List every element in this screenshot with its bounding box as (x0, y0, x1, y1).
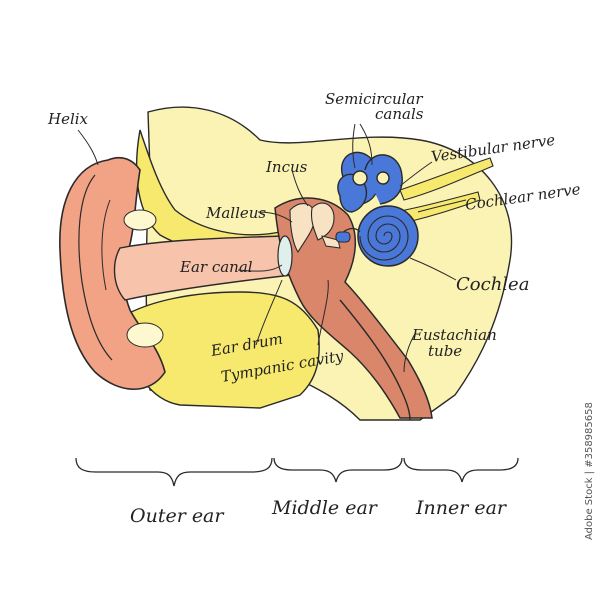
brace-outer (75, 457, 273, 487)
vestibular-nerve (399, 157, 494, 201)
cochlea-spiral (335, 205, 419, 267)
label-ear-canal: Ear canal (179, 258, 253, 276)
pinna-fold (78, 174, 113, 361)
label-eustachian-2: tube (428, 342, 462, 360)
ear-drum-membrane (277, 235, 293, 277)
cartilage-highlight-lower (126, 322, 164, 348)
section-braces (75, 457, 519, 487)
cartilage-highlight-upper (123, 209, 157, 231)
stock-id: Adobe Stock | #358985658 (584, 402, 595, 540)
label-vestibular-nerve: Vestibular nerve (430, 131, 556, 166)
brace-middle (273, 457, 403, 483)
label-eustachian-1: Eustachian (411, 326, 497, 344)
label-incus: Incus (265, 158, 308, 176)
ear-canal-tube (113, 235, 293, 301)
leader-lines (77, 123, 467, 373)
cochlear-nerve (404, 191, 481, 223)
section-inner-ear: Inner ear (415, 497, 508, 519)
tympanic-cavity-shape (274, 197, 433, 419)
label-malleus: Malleus (205, 204, 266, 222)
label-semicircular-1: Semicircular (325, 90, 423, 108)
section-middle-ear: Middle ear (271, 497, 379, 519)
brace-inner (403, 457, 519, 483)
malleus-bone (289, 203, 316, 254)
eustachian-tube (339, 299, 411, 421)
section-outer-ear: Outer ear (130, 505, 225, 527)
label-cochlea: Cochlea (456, 274, 529, 295)
label-semicircular-2: canals (375, 105, 424, 123)
pinna-inner-fold (101, 199, 111, 291)
incus-bone (310, 202, 335, 241)
semicircular-canals (337, 151, 403, 213)
stapes-bone (321, 235, 341, 249)
label-helix: Helix (47, 110, 89, 128)
lower-yellow-region (119, 291, 320, 409)
